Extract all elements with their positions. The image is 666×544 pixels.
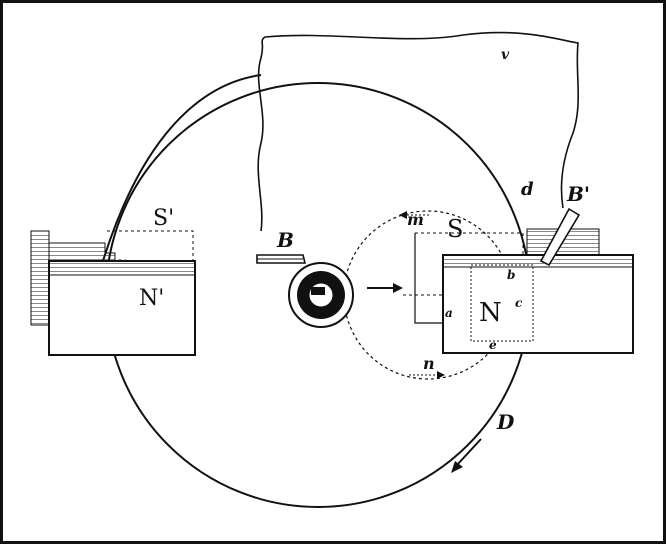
brush-b-prime bbox=[539, 207, 581, 267]
label-a: a bbox=[445, 306, 453, 320]
label-n: N bbox=[479, 298, 502, 328]
label-s: S bbox=[447, 215, 463, 243]
label-d: d bbox=[521, 179, 534, 200]
label-e: e bbox=[489, 338, 497, 352]
right-magnet bbox=[414, 228, 634, 354]
label-b-small: b bbox=[507, 268, 515, 282]
axle bbox=[288, 262, 354, 328]
label-n-small: n bbox=[423, 354, 435, 373]
label-b: B bbox=[276, 228, 294, 252]
label-c: c bbox=[515, 296, 523, 310]
label-b-prime: B' bbox=[566, 182, 590, 206]
label-n1: N' bbox=[139, 286, 164, 311]
arrow-n bbox=[437, 371, 445, 379]
wire-to-left-magnet bbox=[102, 74, 262, 262]
brush-b bbox=[256, 254, 307, 264]
wire-loop bbox=[257, 31, 580, 232]
label-v: v bbox=[501, 47, 510, 63]
arrow-d bbox=[456, 438, 482, 466]
arrow-m bbox=[399, 211, 407, 219]
label-m: m bbox=[407, 210, 424, 229]
label-d-big: D bbox=[496, 410, 515, 434]
left-magnet bbox=[30, 230, 196, 356]
disc-dynamo-diagram: S' N' B B' d m S N n D v a b c e bbox=[30, 31, 634, 508]
label-s1: S' bbox=[153, 206, 174, 231]
